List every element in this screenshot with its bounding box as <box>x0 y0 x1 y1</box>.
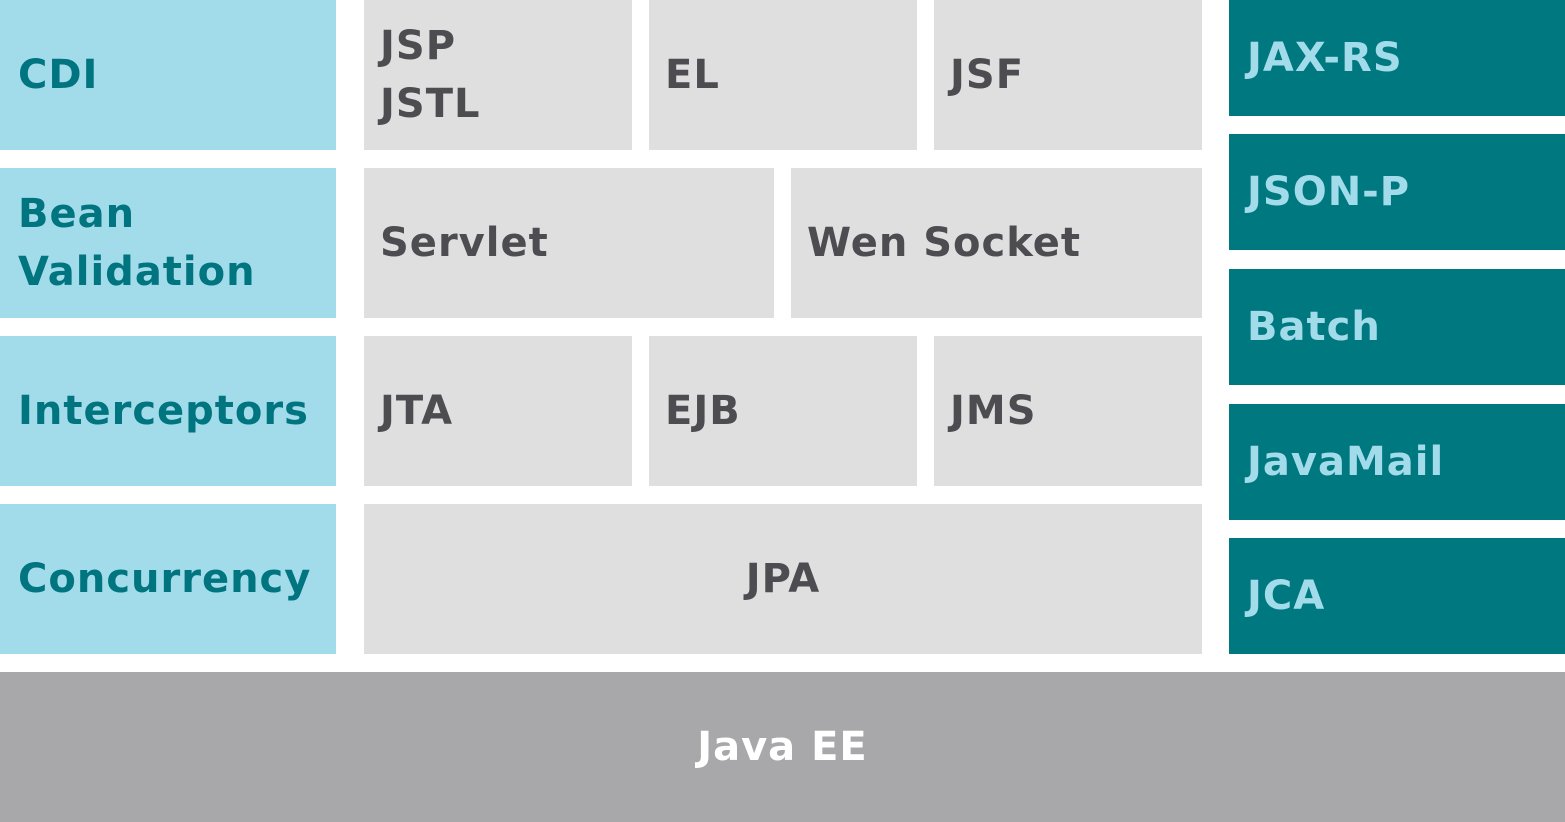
ejb-label: EJB <box>665 388 741 434</box>
json-p-box: JSON-P <box>1229 134 1565 250</box>
jpa-box: JPA <box>364 504 1202 654</box>
bean-validation-box: Bean Validation <box>0 168 336 318</box>
web-socket-label: Wen Socket <box>807 220 1082 266</box>
jca-label: JCA <box>1247 573 1326 619</box>
jax-rs-box: JAX-RS <box>1229 0 1565 116</box>
jsf-label: JSF <box>950 52 1025 98</box>
interceptors-box: Interceptors <box>0 336 336 486</box>
interceptors-label: Interceptors <box>18 388 309 434</box>
jta-box: JTA <box>364 336 632 486</box>
batch-box: Batch <box>1229 269 1565 385</box>
cdi-box: CDI <box>0 0 336 150</box>
java-ee-base: Java EE <box>0 672 1565 822</box>
ejb-box: EJB <box>649 336 917 486</box>
el-box: EL <box>649 0 917 150</box>
servlet-label: Servlet <box>380 220 549 266</box>
servlet-box: Servlet <box>364 168 774 318</box>
jca-box: JCA <box>1229 538 1565 654</box>
el-label: EL <box>665 52 720 98</box>
jms-box: JMS <box>934 336 1202 486</box>
bean-validation-label: Bean Validation <box>18 191 256 295</box>
jta-label: JTA <box>380 388 454 434</box>
javamail-box: JavaMail <box>1229 404 1565 520</box>
jms-label: JMS <box>950 388 1037 434</box>
json-p-label: JSON-P <box>1247 169 1411 215</box>
jax-rs-label: JAX-RS <box>1247 35 1403 81</box>
concurrency-box: Concurrency <box>0 504 336 654</box>
cdi-label: CDI <box>18 52 99 98</box>
javamail-label: JavaMail <box>1247 439 1445 485</box>
jpa-label: JPA <box>745 556 821 602</box>
batch-label: Batch <box>1247 304 1381 350</box>
jsp-jstl-box: JSP JSTL <box>364 0 632 150</box>
jsf-box: JSF <box>934 0 1202 150</box>
jsp-jstl-label: JSP JSTL <box>380 23 481 127</box>
web-socket-box: Wen Socket <box>791 168 1202 318</box>
java-ee-label: Java EE <box>697 724 868 770</box>
concurrency-label: Concurrency <box>18 556 312 602</box>
